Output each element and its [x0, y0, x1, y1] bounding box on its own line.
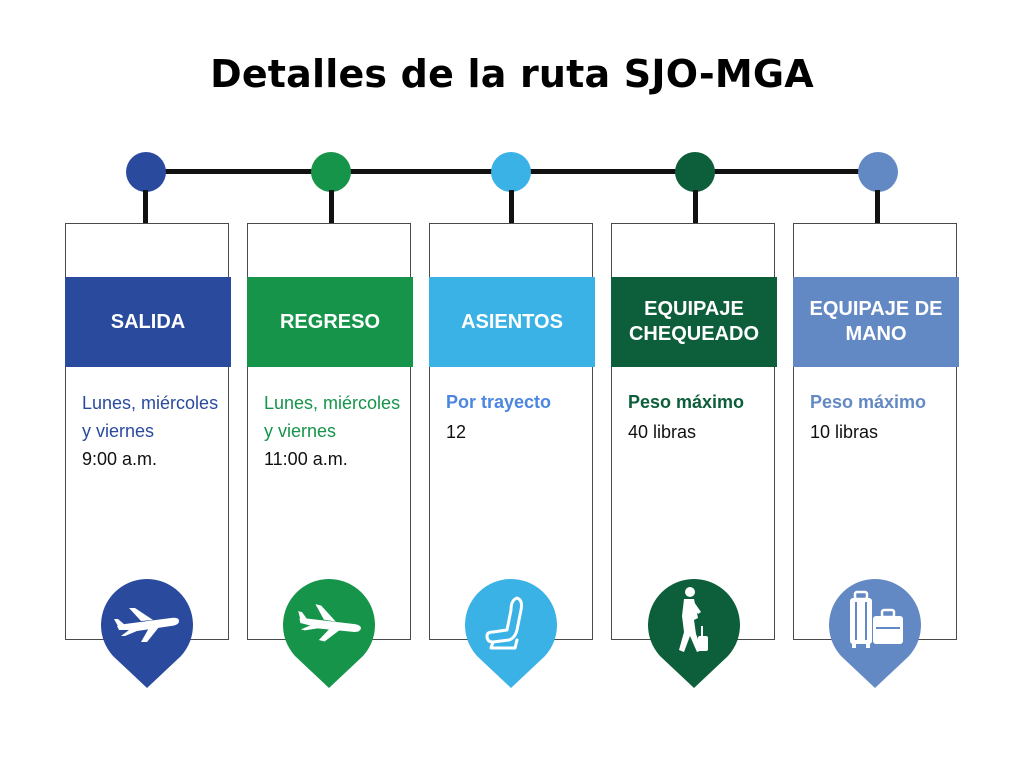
card-heading-equipaje-de-mano: EQUIPAJE DE MANO [793, 277, 959, 367]
card-salida: SALIDA Lunes, miércoles y viernes 9:00 a… [65, 223, 231, 640]
suitcase-stripes [855, 602, 900, 640]
card-heading-regreso: REGRESO [247, 277, 413, 367]
checked-luggage-label: Peso máximo [628, 392, 745, 412]
checked-luggage-value: 40 libras [628, 422, 697, 442]
timeline-connector-regreso [329, 190, 334, 224]
timeline-connector-equipaje-chequeado [693, 190, 698, 224]
card-body-regreso: Lunes, miércoles y viernes 11:00 a.m. [264, 389, 404, 473]
card-regreso: REGRESO Lunes, miércoles y viernes 11:00… [247, 223, 413, 640]
pin-equipaje-chequeado [648, 579, 740, 688]
departure-time: 9:00 a.m. [82, 449, 158, 469]
card-body-asientos: Por trayecto 12 [446, 389, 586, 449]
schedule-days: Lunes, miércoles y viernes [82, 393, 219, 441]
airplane-takeoff-icon [114, 608, 179, 642]
airplane-landing-icon [298, 604, 361, 642]
card-asientos: ASIENTOS Por trayecto 12 [429, 223, 595, 640]
card-heading-salida: SALIDA [65, 277, 231, 367]
timeline-node-salida [126, 152, 166, 192]
card-equipaje-chequeado: EQUIPAJE CHEQUEADO Peso máximo 40 libras [611, 223, 777, 640]
card-body-equipaje-de-mano: Peso máximo 10 libras [810, 389, 950, 449]
seats-value: 12 [446, 422, 467, 442]
pin-asientos [465, 579, 557, 688]
hand-luggage-label: Peso máximo [810, 392, 927, 412]
timeline-connector-asientos [509, 190, 514, 224]
card-heading-equipaje-chequeado: EQUIPAJE CHEQUEADO [611, 277, 777, 367]
timeline-node-regreso [311, 152, 351, 192]
pin-regreso [283, 579, 375, 688]
seats-label: Por trayecto [446, 392, 552, 412]
card-equipaje-de-mano: EQUIPAJE DE MANO Peso máximo 10 libras [793, 223, 959, 640]
timeline-node-asientos [491, 152, 531, 192]
card-heading-asientos: ASIENTOS [429, 277, 595, 367]
hand-luggage-value: 10 libras [810, 422, 879, 442]
timeline-connector-equipaje-de-mano [875, 190, 880, 224]
card-body-equipaje-chequeado: Peso máximo 40 libras [628, 389, 768, 449]
pin-salida [101, 579, 193, 688]
timeline-node-equipaje-chequeado [675, 152, 715, 192]
schedule-days: Lunes, miércoles y viernes [264, 393, 401, 441]
return-time: 11:00 a.m. [264, 449, 348, 469]
traveler-with-luggage-icon [679, 587, 708, 652]
timeline-node-equipaje-de-mano [858, 152, 898, 192]
pin-equipaje-de-mano [829, 579, 921, 688]
page-title: Detalles de la ruta SJO-MGA [210, 52, 814, 96]
seat-icon [485, 596, 523, 650]
card-body-salida: Lunes, miércoles y viernes 9:00 a.m. [82, 389, 222, 473]
timeline-connector-salida [143, 190, 148, 224]
